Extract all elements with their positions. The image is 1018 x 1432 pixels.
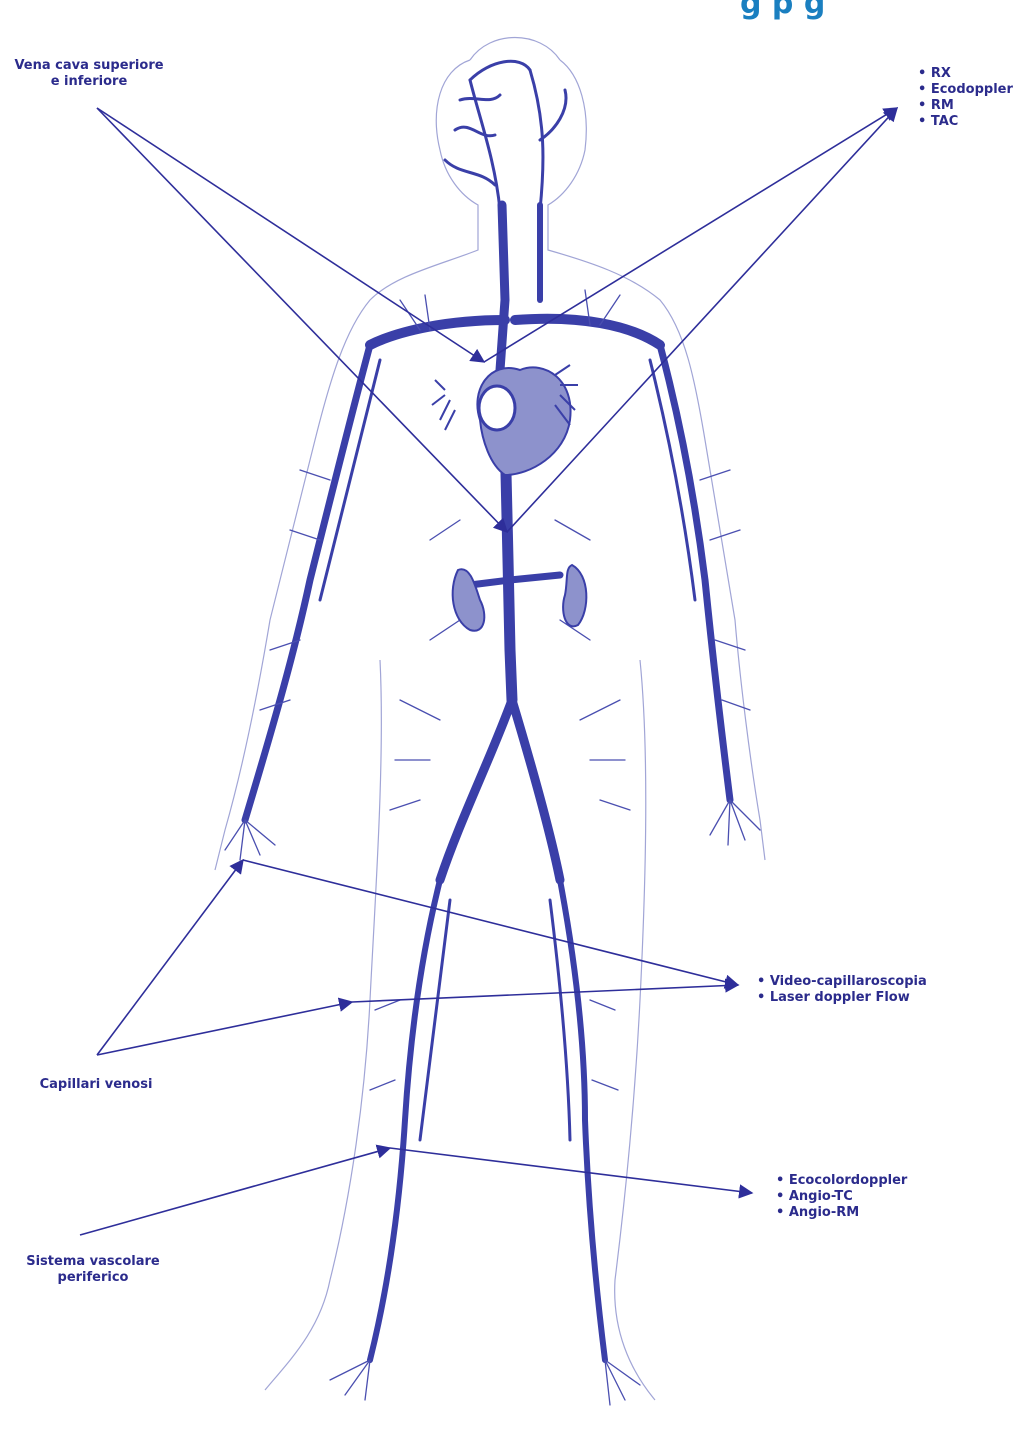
kidney-right: [563, 565, 586, 626]
pointer-vena-cava-to-heart: [97, 108, 484, 362]
label-vena-cava-line2: e inferiore: [8, 74, 170, 90]
label-vena-cava: Vena cava superiore e inferiore: [8, 58, 170, 90]
label-sistema-line1: Sistema vascolare: [8, 1254, 178, 1270]
exam-list-capillary: Video-capillaroscopia Laser doppler Flow: [757, 974, 927, 1006]
exam-item: Ecocolordoppler: [776, 1173, 907, 1189]
exam-item: RX: [918, 66, 1013, 82]
exam-item: Ecodoppler: [918, 82, 1013, 98]
pointer-exams-from-heart: [484, 108, 897, 362]
exam-item: RM: [918, 98, 1013, 114]
exam-item: Angio-TC: [776, 1189, 907, 1205]
label-sistema-line2: periferico: [8, 1270, 178, 1286]
exam-list-central: RX Ecodoppler RM TAC: [918, 66, 1013, 130]
pointer-hand-to-exams: [243, 860, 738, 985]
label-capillari-venosi: Capillari venosi: [16, 1077, 176, 1093]
exam-item: Angio-RM: [776, 1205, 907, 1221]
head-vessels: [445, 61, 566, 210]
pointer-leg-to-peripheral-exams: [390, 1148, 752, 1193]
lung-left-vessels: [432, 380, 455, 430]
exam-item: Laser doppler Flow: [757, 990, 927, 1006]
exam-list-peripheral: Ecocolordoppler Angio-TC Angio-RM: [776, 1173, 907, 1221]
pointer-leg-to-exams: [352, 985, 738, 1002]
pointer-capillari-to-leg: [97, 1002, 352, 1055]
pointer-capillari-to-hand: [97, 860, 243, 1055]
body-silhouette: [215, 38, 765, 1401]
label-vena-cava-line1: Vena cava superiore: [8, 58, 170, 74]
label-sistema-vascolare: Sistema vascolare periferico: [8, 1254, 178, 1286]
pointer-lines: [80, 108, 897, 1235]
exam-item: Video-capillaroscopia: [757, 974, 927, 990]
exam-item: TAC: [918, 114, 1013, 130]
aortic-root: [479, 386, 515, 430]
